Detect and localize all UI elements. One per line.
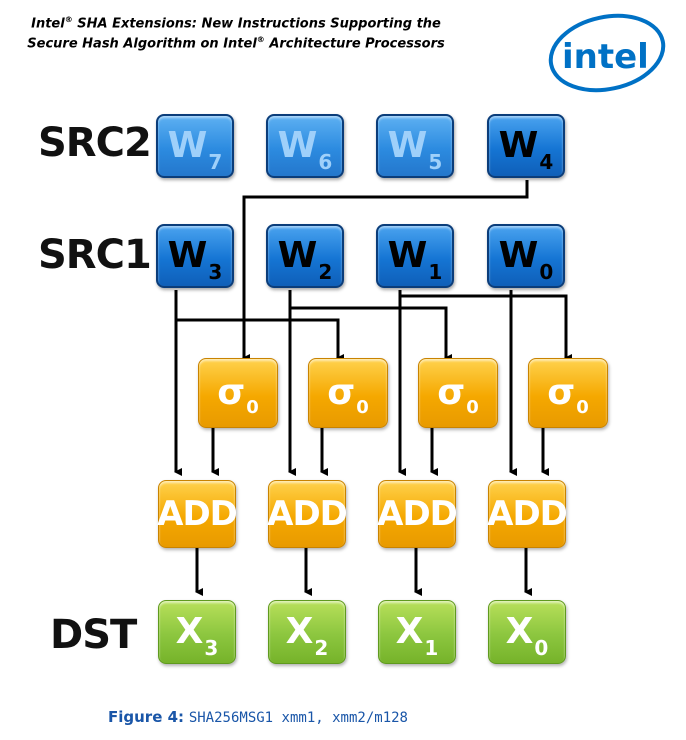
src1-label: SRC1	[38, 232, 152, 278]
add-box-4: ADD	[487, 480, 568, 548]
w4-to-sigma-1-wire	[242, 180, 529, 362]
src2-label: SRC2	[38, 120, 152, 166]
add-box-1: ADD	[157, 480, 238, 548]
figure-instruction: SHA256MSG1 xmm1, xmm2/m128	[188, 710, 408, 726]
w2-to-sigma-3-wire	[290, 306, 452, 362]
figure-caption: Figure 4: SHA256MSG1 xmm1, xmm2/m128	[108, 708, 408, 726]
add-box-2: ADD	[267, 480, 348, 548]
w1-to-sigma-4-wire	[400, 294, 572, 362]
w3-to-sigma-2-wire	[176, 318, 344, 362]
add-box-3: ADD	[377, 480, 458, 548]
document-header: Intel® SHA Extensions: New Instructions …	[27, 15, 445, 52]
intel-logo: intel	[548, 13, 666, 93]
figure-number: Figure 4:	[108, 708, 185, 726]
intel-logo-text: intel	[562, 37, 649, 77]
dst-label: DST	[50, 612, 137, 658]
